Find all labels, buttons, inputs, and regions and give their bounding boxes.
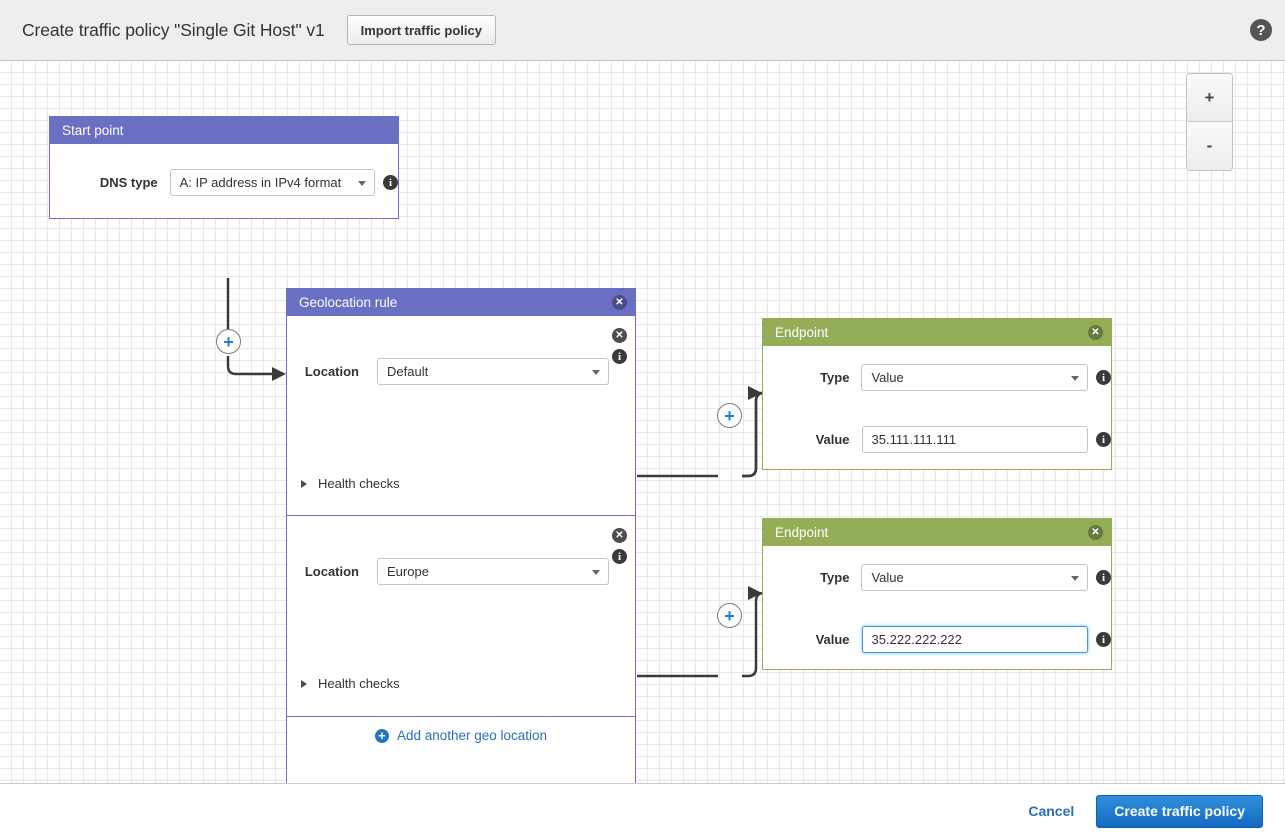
add-geo-location-button[interactable]: + Add another geo location — [287, 716, 635, 754]
geo-location-section: ✕ i Location Europe Health checks — [287, 516, 635, 716]
endpoint-type-value: Value — [871, 370, 904, 385]
import-traffic-policy-button[interactable]: Import traffic policy — [346, 15, 496, 45]
dns-type-label: DNS type — [99, 175, 158, 190]
start-point-title: Start point — [62, 123, 124, 138]
endpoint-value-info-icon[interactable]: i — [1096, 632, 1111, 647]
chevron-down-icon — [1071, 575, 1079, 581]
triangle-right-icon — [301, 479, 307, 488]
endpoint-value-input[interactable]: 35.222.222.222 — [861, 626, 1088, 653]
start-point-body: DNS type A: IP address in IPv4 format i — [50, 144, 398, 218]
geolocation-rule-node[interactable]: Geolocation rule ✕ ✕ i Location Default … — [286, 288, 636, 783]
location-select[interactable]: Default — [377, 358, 609, 385]
create-traffic-policy-button[interactable]: Create traffic policy — [1096, 794, 1263, 828]
endpoint-type-select[interactable]: Value — [861, 364, 1088, 391]
geo-location-section: ✕ i Location Default Health checks — [287, 316, 635, 516]
close-icon[interactable]: ✕ — [1088, 325, 1103, 340]
location-value: Europe — [387, 564, 429, 579]
close-icon[interactable]: ✕ — [1088, 525, 1103, 540]
endpoint-value-input[interactable]: 35.111.111.111 — [861, 426, 1088, 453]
triangle-right-icon — [301, 679, 307, 688]
page-title: Create traffic policy "Single Git Host" … — [22, 19, 325, 40]
endpoint-type-label: Type — [820, 370, 850, 385]
chevron-down-icon — [1071, 375, 1079, 381]
health-checks-label: Health checks — [318, 676, 400, 691]
canvas-zoom-controls[interactable]: + - — [1186, 73, 1233, 171]
location-info-icon[interactable]: i — [612, 349, 627, 364]
endpoint-node-2[interactable]: Endpoint ✕ Type Value i Value 35.222.222… — [762, 518, 1112, 670]
chevron-down-icon — [592, 569, 600, 575]
geolocation-rule-title: Geolocation rule — [299, 295, 398, 310]
endpoint-type-value: Value — [871, 570, 904, 585]
action-bar: Cancel Create traffic policy — [0, 783, 1285, 838]
chevron-down-icon — [358, 180, 366, 186]
dns-type-value: A: IP address in IPv4 format — [179, 175, 342, 190]
start-point-node[interactable]: Start point DNS type A: IP address in IP… — [49, 116, 399, 219]
connector-add-node-start[interactable]: + — [216, 329, 241, 354]
endpoint-body: Type Value i Value 35.222.222.222 i — [763, 546, 1111, 669]
connector-plus-label: + — [724, 405, 735, 426]
endpoint-value-info-icon[interactable]: i — [1096, 432, 1111, 447]
location-select[interactable]: Europe — [377, 558, 609, 585]
health-checks-toggle[interactable]: Health checks — [298, 676, 400, 691]
start-point-header: Start point — [50, 117, 398, 144]
connector-add-node-endpoint-2[interactable]: + — [717, 603, 742, 628]
endpoint-header: Endpoint ✕ — [763, 319, 1111, 346]
endpoint-type-info-icon[interactable]: i — [1096, 370, 1111, 385]
location-label: Location — [304, 564, 359, 579]
connector-add-node-endpoint-1[interactable]: + — [717, 403, 742, 428]
add-geo-location-label: Add another geo location — [396, 728, 548, 743]
endpoint-title: Endpoint — [775, 525, 829, 540]
endpoint-body: Type Value i Value 35.111.111.111 i — [763, 346, 1111, 469]
health-checks-label: Health checks — [318, 476, 400, 491]
cancel-button[interactable]: Cancel — [1028, 803, 1075, 819]
help-icon[interactable]: ? — [1250, 19, 1272, 41]
zoom-in-button[interactable]: + — [1187, 74, 1232, 122]
health-checks-toggle[interactable]: Health checks — [298, 476, 400, 491]
close-icon[interactable]: ✕ — [612, 295, 627, 310]
dns-type-select[interactable]: A: IP address in IPv4 format — [169, 169, 375, 196]
zoom-out-button[interactable]: - — [1187, 122, 1232, 170]
endpoint-value-label: Value — [815, 432, 850, 447]
app-header: Create traffic policy "Single Git Host" … — [0, 0, 1285, 61]
geolocation-rule-header: Geolocation rule ✕ — [287, 289, 635, 316]
endpoint-type-select[interactable]: Value — [861, 564, 1088, 591]
dns-type-info-icon[interactable]: i — [383, 175, 398, 190]
location-info-icon[interactable]: i — [612, 549, 627, 564]
endpoint-node-1[interactable]: Endpoint ✕ Type Value i Value 35.111.111… — [762, 318, 1112, 470]
endpoint-value-text: 35.111.111.111 — [871, 432, 957, 447]
location-label: Location — [304, 364, 359, 379]
endpoint-type-label: Type — [820, 570, 850, 585]
policy-canvas[interactable]: + + + Start point DNS type A: IP address… — [0, 61, 1285, 783]
remove-geo-location-icon[interactable]: ✕ — [612, 528, 627, 543]
endpoint-type-info-icon[interactable]: i — [1096, 570, 1111, 585]
location-value: Default — [387, 364, 429, 379]
plus-circle-icon: + — [374, 728, 389, 743]
endpoint-title: Endpoint — [775, 325, 829, 340]
connector-wires — [226, 278, 765, 678]
endpoint-value-label: Value — [815, 632, 850, 647]
remove-geo-location-icon[interactable]: ✕ — [612, 328, 627, 343]
connector-plus-label: + — [724, 605, 735, 626]
endpoint-header: Endpoint ✕ — [763, 519, 1111, 546]
endpoint-value-text: 35.222.222.222 — [871, 632, 962, 647]
chevron-down-icon — [592, 369, 600, 375]
connector-plus-label: + — [223, 331, 234, 352]
